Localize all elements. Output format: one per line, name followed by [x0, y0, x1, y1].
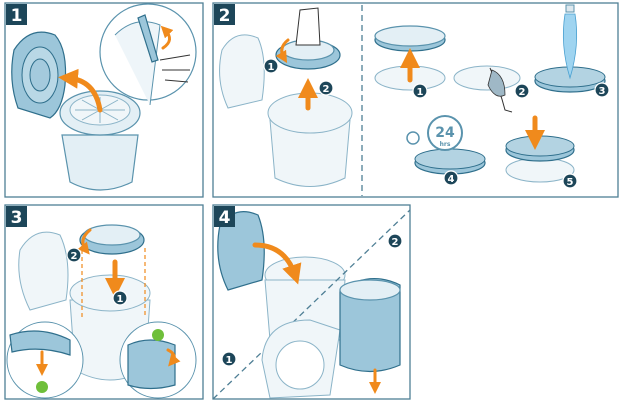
callout-number: 1 — [117, 294, 124, 305]
check-icon — [152, 329, 164, 341]
callout-number: 2 — [519, 87, 526, 98]
callout-number: 3 — [599, 86, 606, 97]
callout-number: 2 — [323, 84, 330, 95]
step-badge — [6, 4, 27, 25]
diagonal-divider — [212, 209, 411, 400]
stopwatch-icon — [406, 131, 420, 145]
timer-unit: hrs — [440, 141, 451, 148]
open-lid-arrow — [58, 68, 103, 113]
callout-number: 2 — [71, 251, 78, 262]
callout-number: 4 — [448, 174, 455, 185]
latch-detail-right — [119, 321, 197, 399]
panel-step-3: 2 1 3 — [4, 204, 204, 400]
step-badge — [6, 206, 27, 227]
check-icon — [36, 381, 48, 393]
step-number: 1 — [11, 6, 23, 26]
panel-step-1: 1 — [4, 2, 204, 198]
24-hour-timer-icon — [427, 115, 463, 151]
step-number: 2 — [219, 6, 231, 26]
callout-number: 1 — [417, 87, 424, 98]
step-badge — [214, 206, 235, 227]
panel-step-4: 2 1 4 — [212, 204, 411, 400]
latch-detail-left — [6, 321, 84, 399]
step-number: 3 — [11, 208, 23, 228]
unlatch-arrow — [160, 25, 174, 50]
remove-filter-illustration — [219, 7, 353, 187]
step-number: 4 — [219, 208, 231, 228]
filter-wash-steps: 24 hrs — [374, 4, 606, 183]
callout-number: 5 — [567, 177, 574, 188]
timer-value: 24 — [435, 125, 455, 141]
callout-number: 1 — [268, 62, 275, 73]
step-badge — [214, 4, 235, 25]
latch-detail-circle — [99, 3, 197, 106]
open-lid-illustration — [11, 31, 67, 119]
panel-step-2: 1 2 24 hrs 1 2 3 4 5 2 — [212, 2, 619, 198]
callout-number: 2 — [392, 237, 399, 248]
callout-number: 1 — [226, 355, 233, 366]
